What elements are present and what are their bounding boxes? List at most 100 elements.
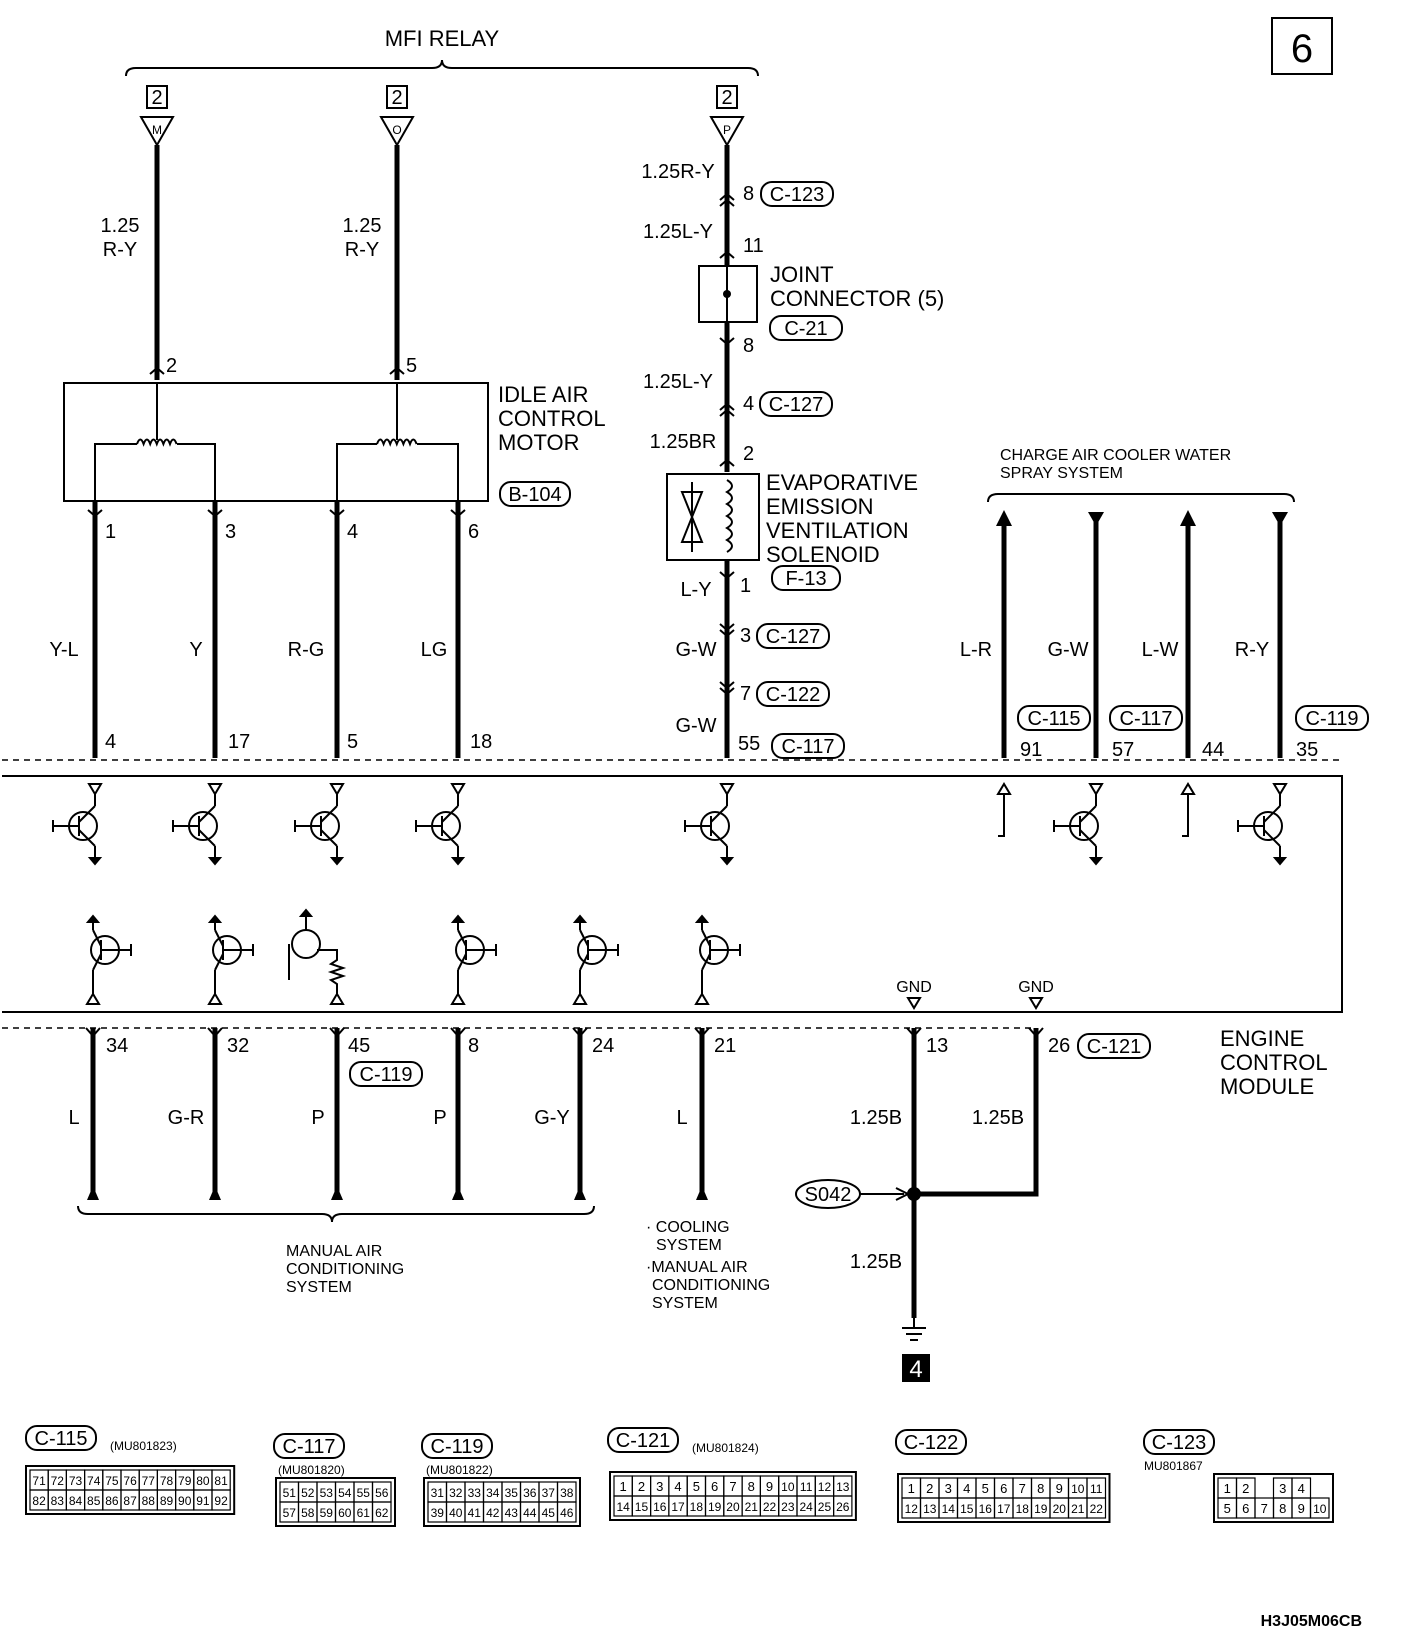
connector-pin: 71 [32, 1474, 46, 1488]
gnd-label-2: GND [1018, 979, 1054, 996]
connector-part: (MU801820) [278, 1463, 345, 1477]
transistor-icon [172, 783, 223, 866]
connector-pin: 9 [766, 1479, 773, 1494]
connector-pin: 5 [982, 1481, 989, 1496]
wire-label: 1.25BR [650, 431, 717, 453]
connector-pin: 20 [726, 1500, 740, 1514]
ecm-label-2: CONTROL [1220, 1050, 1328, 1075]
transistor-icon [694, 914, 741, 1005]
connector-pin: 84 [69, 1494, 83, 1508]
wire-label: L [676, 1107, 687, 1129]
connector-pin: 72 [51, 1474, 65, 1488]
resistor-transistor-icon [288, 908, 347, 1005]
connector-c119: C-119 [360, 1064, 413, 1086]
pin-label: 17 [228, 731, 250, 753]
transistor-icon [52, 783, 103, 866]
connector-pin: 23 [781, 1500, 795, 1514]
connector-pin: 61 [357, 1506, 371, 1520]
connector-pin: 6 [711, 1479, 718, 1494]
connector-b104: B-104 [508, 484, 561, 506]
connector-pin: 12 [905, 1502, 919, 1516]
connector-pin: 20 [1053, 1502, 1067, 1516]
connector-part: (MU801824) [692, 1441, 759, 1455]
connector-tag [759, 391, 833, 417]
connector-pin: 80 [196, 1474, 210, 1488]
connector-c127: C-127 [769, 394, 823, 416]
connector-c121: C-121 [1087, 1036, 1141, 1058]
wire-label: L [68, 1107, 79, 1129]
connector-pin: 56 [375, 1486, 389, 1500]
pin-label: 18 [470, 731, 492, 753]
connector-part: (MU801823) [110, 1439, 177, 1453]
connector-part: MU801867 [1144, 1459, 1203, 1473]
pin-label: 2 [166, 355, 177, 377]
connector-pin: 9 [1298, 1501, 1305, 1516]
connector-pin: 44 [523, 1506, 537, 1520]
connector-pin: 1 [908, 1481, 915, 1496]
connector-pin: 85 [87, 1494, 101, 1508]
connector-pin: 73 [69, 1474, 83, 1488]
pin-label: 7 [740, 683, 751, 705]
wire-label: G-W [675, 639, 716, 661]
wire-label: Y-L [49, 639, 78, 661]
connector-pin: 88 [142, 1494, 156, 1508]
connector-pin: 40 [449, 1506, 463, 1520]
ground-ref: 4 [909, 1356, 922, 1383]
connector-pin: 8 [748, 1479, 755, 1494]
connector-pin: 83 [51, 1494, 65, 1508]
connector-pin: 76 [123, 1474, 137, 1488]
connector-pin: 53 [320, 1486, 334, 1500]
connector-pin: 77 [142, 1474, 156, 1488]
connector-pin: 10 [781, 1480, 795, 1494]
connector-pin: 17 [997, 1502, 1011, 1516]
pin-label: 1 [740, 575, 751, 597]
connector-pin: 7 [1019, 1481, 1026, 1496]
transistor-icon [294, 783, 345, 866]
connector-pin: 18 [690, 1500, 704, 1514]
pin-label: 4 [105, 731, 116, 753]
connector-pin: 78 [160, 1474, 174, 1488]
diagram-code: H3J05M06CB [1261, 1613, 1362, 1630]
ecm-label-3: MODULE [1220, 1074, 1314, 1099]
connector-pin: 4 [674, 1479, 681, 1494]
joint-label-2: CONNECTOR (5) [770, 286, 944, 311]
wire-label: G-Y [534, 1107, 570, 1129]
connector-pin: 1 [1224, 1481, 1231, 1496]
connector-pin: 4 [963, 1481, 970, 1496]
connector-pin: 38 [560, 1486, 574, 1500]
connector-name: C-122 [904, 1432, 958, 1454]
connector-pin: 89 [160, 1494, 174, 1508]
joint-dot [723, 290, 731, 298]
connector-pin: 1 [620, 1479, 627, 1494]
manual-ac-label-1: MANUAL AIR [286, 1243, 382, 1260]
wire-label: 1.25B [850, 1107, 902, 1129]
connector-name: C-117 [283, 1436, 336, 1458]
connector-c123: C-123 [770, 184, 824, 206]
connector-pin: 6 [1000, 1481, 1007, 1496]
gnd-terminal [1028, 997, 1044, 1010]
pin-label: 21 [714, 1035, 736, 1057]
wire-label: G-W [1047, 639, 1088, 661]
arrow-down-icon [1272, 512, 1288, 526]
connector-pin: 59 [320, 1506, 334, 1520]
connector-pin: 35 [505, 1486, 519, 1500]
svg-text:2: 2 [151, 87, 162, 109]
manual-ac-label-2: CONDITIONING [286, 1261, 404, 1278]
transistor-icon [684, 783, 735, 866]
connector-tag [1295, 705, 1369, 731]
pin-label: 5 [406, 355, 417, 377]
solenoid-label-1: EVAPORATIVE [766, 470, 918, 495]
joint-label-1: JOINT [770, 262, 834, 287]
pin-label: 24 [592, 1035, 614, 1057]
svg-text:P: P [723, 123, 731, 137]
connector-pin: 90 [178, 1494, 192, 1508]
connector-pin: 14 [942, 1502, 956, 1516]
ground-icon [902, 1318, 926, 1341]
mfi-terminal-m: 2 M [139, 85, 175, 148]
idle-air-motor-box [63, 382, 489, 502]
connector-f13: F-13 [785, 568, 826, 590]
connector-pin: 16 [979, 1502, 993, 1516]
